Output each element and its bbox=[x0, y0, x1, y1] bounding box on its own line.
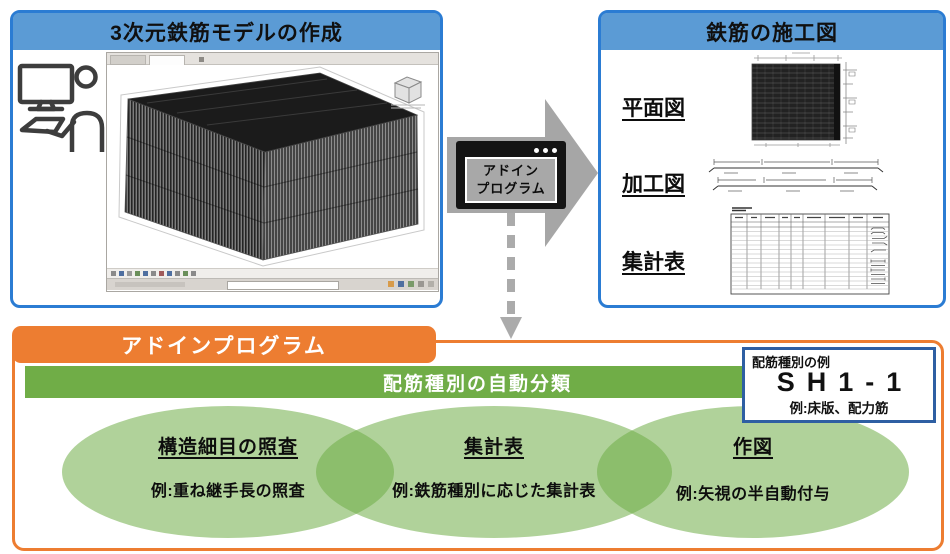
processing-drawing-label: 加工図 bbox=[622, 173, 685, 196]
processing-drawing-image bbox=[708, 159, 884, 192]
cad-window-screenshot bbox=[106, 52, 439, 292]
cad-tab-inactive bbox=[110, 55, 146, 65]
cad-tool-icon bbox=[159, 271, 164, 276]
drafting-example: 例:矢視の半自動付与 bbox=[675, 486, 831, 503]
down-dashed-arrow-icon bbox=[500, 213, 522, 339]
addin-program-panel-title: アドインプログラム bbox=[12, 326, 436, 363]
classification-bar-label: 配筋種別の自動分類 bbox=[382, 373, 572, 395]
cad-tool-icon bbox=[151, 271, 156, 276]
construction-drawings-panel-title: 鉄筋の施工図 bbox=[601, 13, 943, 50]
summary-table-image bbox=[730, 207, 890, 295]
cad-status-icon bbox=[428, 281, 434, 287]
addin-program-window-icon: アドイン プログラム bbox=[456, 141, 566, 209]
rebar-type-example-box: 配筋種別の例 SH1-1 例:床版、配力筋 bbox=[742, 347, 936, 423]
rebar-3d-model-image bbox=[118, 66, 425, 267]
example-box-caption: 配筋種別の例 bbox=[752, 355, 831, 370]
plan-view-label: 平面図 bbox=[622, 97, 685, 120]
example-box-note: 例:床版、配力筋 bbox=[789, 401, 889, 416]
cad-view-toolbar bbox=[107, 268, 438, 278]
cad-tool-icon bbox=[135, 271, 140, 276]
cad-tool-icon bbox=[119, 271, 124, 276]
cad-tool-icon bbox=[191, 271, 196, 276]
classification-bar bbox=[25, 366, 742, 398]
cad-tool-icon bbox=[143, 271, 148, 276]
addin-program-window-label: アドイン プログラム bbox=[465, 157, 557, 203]
venn-ellipse-drafting bbox=[597, 406, 909, 538]
cad-canvas bbox=[107, 65, 438, 268]
cad-status-icon bbox=[388, 281, 394, 287]
example-box-code: SH1-1 bbox=[776, 367, 914, 397]
cad-tool-icon bbox=[127, 271, 132, 276]
summary-table-title: 集計表 bbox=[463, 437, 524, 458]
cad-status-icon bbox=[398, 281, 404, 287]
drafting-title: 作図 bbox=[732, 437, 773, 458]
cad-tool-icon bbox=[167, 271, 172, 276]
model-creation-panel-title: 3次元鉄筋モデルの作成 bbox=[13, 13, 440, 50]
cad-tab-close-icon bbox=[199, 57, 204, 62]
person-at-computer-icon bbox=[17, 63, 105, 152]
cad-status-icon bbox=[408, 281, 414, 287]
summary-table-example: 例:鉄筋種別に応じた集計表 bbox=[392, 483, 596, 500]
cad-tool-icon bbox=[183, 271, 188, 276]
cad-status-icon bbox=[418, 281, 424, 287]
summary-table-label: 集計表 bbox=[622, 251, 685, 274]
cad-status-segment bbox=[115, 282, 185, 287]
structural-check-example: 例:重ね継手長の照査 bbox=[150, 483, 306, 500]
cad-status-bar bbox=[107, 278, 438, 290]
plan-view-image bbox=[751, 52, 857, 147]
cad-tool-icon bbox=[111, 271, 116, 276]
cad-tool-icon bbox=[175, 271, 180, 276]
cad-status-field bbox=[227, 281, 339, 290]
addin-program-line1: アドイン bbox=[482, 163, 539, 178]
cad-tab-bar bbox=[107, 53, 438, 66]
addin-program-line2: プログラム bbox=[476, 181, 546, 196]
window-dots-icon bbox=[534, 148, 557, 153]
structural-check-title: 構造細目の照査 bbox=[157, 437, 298, 458]
